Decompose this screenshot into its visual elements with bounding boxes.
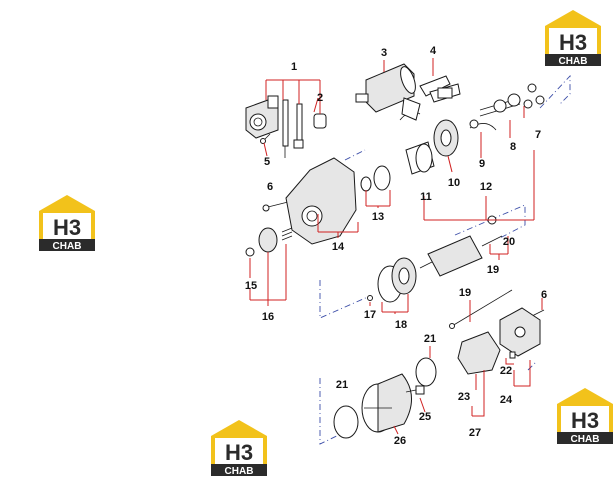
callout-13: 13 — [372, 211, 384, 223]
logo-letters: H3 — [571, 408, 599, 433]
logo-left: H3 CHAB — [39, 195, 95, 252]
part-brush-holder — [457, 331, 516, 375]
logo-top-right: H3 CHAB — [545, 10, 601, 67]
part-pinion-gear — [245, 227, 293, 257]
callout-2: 2 — [317, 92, 323, 104]
part-armature — [419, 215, 503, 277]
callout-11: 11 — [420, 191, 432, 203]
part-screw-5 — [260, 133, 271, 144]
part-shift-lever — [399, 75, 461, 121]
callout-20: 20 — [503, 236, 515, 248]
part-clip — [469, 119, 497, 131]
callout-1: 1 — [291, 61, 297, 73]
callout-25: 25 — [419, 411, 431, 423]
callout-4: 4 — [430, 45, 437, 57]
logo-letters: H3 — [559, 30, 587, 55]
part-pinion-shaft — [479, 83, 545, 117]
part-overrunning-clutch — [405, 119, 459, 175]
logo-bottom-center: H3 CHAB — [211, 420, 267, 477]
callout-12: 12 — [480, 181, 492, 193]
logo-caption: CHAB — [571, 434, 600, 445]
callout-3: 3 — [381, 47, 387, 59]
callout-8: 8 — [510, 141, 516, 153]
logo-bottom-right: H3 CHAB — [557, 388, 613, 445]
callout-27: 27 — [469, 427, 481, 439]
logo-caption: CHAB — [559, 56, 588, 67]
part-through-bolt — [449, 289, 545, 329]
callout-24: 24 — [500, 394, 513, 406]
part-solenoid — [355, 63, 416, 113]
callout-18: 18 — [395, 319, 407, 331]
callout-16: 16 — [262, 311, 274, 323]
part-end-cover — [499, 307, 541, 357]
callout-21-right: 21 — [424, 333, 436, 345]
callout-21-left: 21 — [336, 379, 348, 391]
callout-6-bottom: 6 — [541, 289, 547, 301]
assembly-axis-lines — [319, 74, 571, 445]
callout-7: 7 — [535, 129, 541, 141]
callout-19-bolt: 19 — [459, 287, 471, 299]
callout-15: 15 — [245, 280, 257, 292]
callout-numbers: 1 2 3 4 5 6 7 8 9 10 11 12 13 14 15 16 1… — [245, 45, 547, 447]
callout-9: 9 — [479, 158, 485, 170]
part-brush-25 — [405, 385, 425, 395]
callout-22: 22 — [500, 365, 512, 377]
callout-5: 5 — [264, 156, 270, 168]
leader-lines — [249, 58, 543, 435]
callout-23: 23 — [458, 391, 470, 403]
callout-26: 26 — [394, 435, 406, 447]
part-drive-housing — [285, 157, 391, 245]
part-disc-21 — [333, 357, 437, 439]
logo-caption: CHAB — [225, 466, 254, 477]
callout-14: 14 — [332, 241, 345, 253]
logo-letters: H3 — [53, 215, 81, 240]
part-solenoid-terminal-kit — [245, 95, 327, 158]
logo-caption: CHAB — [53, 241, 82, 252]
callout-10: 10 — [448, 177, 460, 189]
logo-letters: H3 — [225, 440, 253, 465]
part-yoke — [361, 373, 412, 433]
part-field-rings — [367, 257, 417, 303]
callout-6-top: 6 — [267, 181, 273, 193]
callout-19-armature: 19 — [487, 264, 499, 276]
callout-17: 17 — [364, 309, 376, 321]
